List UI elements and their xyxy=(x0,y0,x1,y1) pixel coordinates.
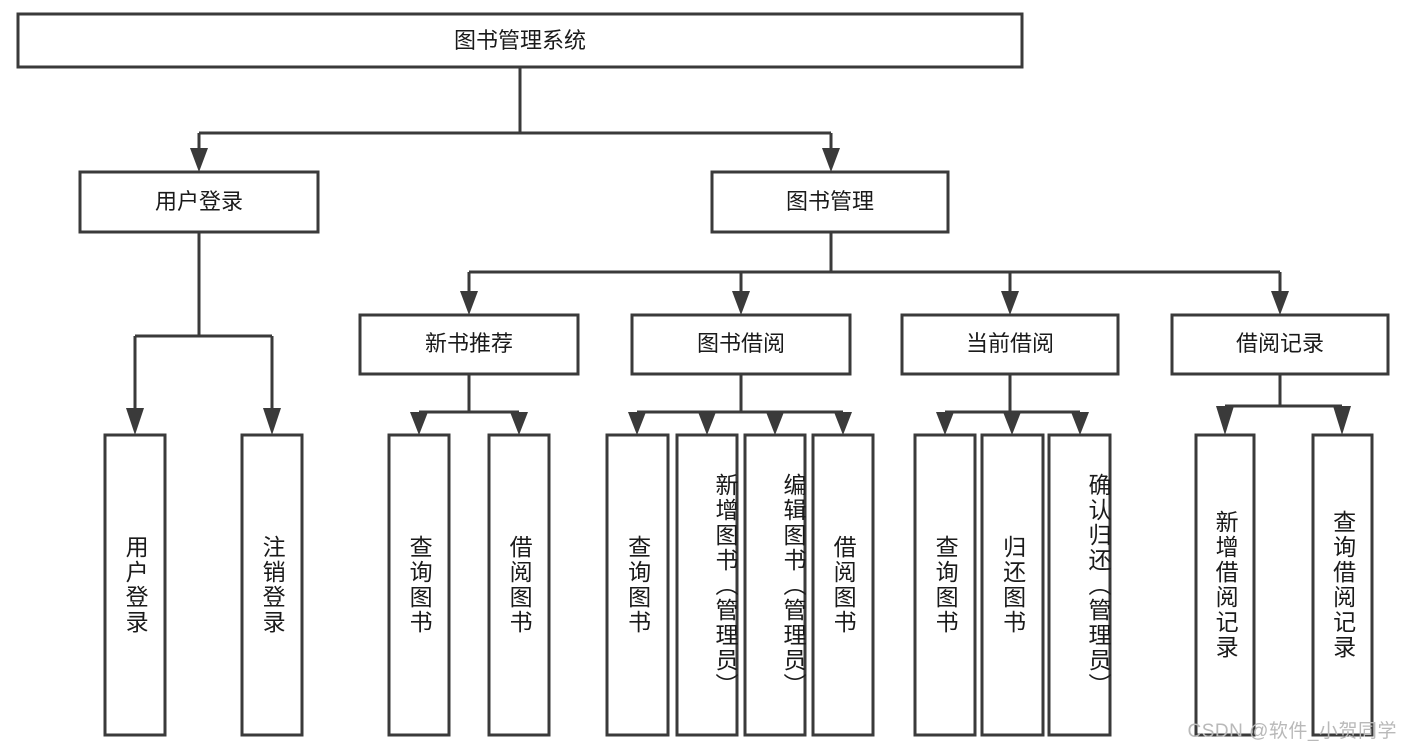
connectors-layer xyxy=(126,67,1351,435)
arrow-head-borrow xyxy=(732,291,750,315)
leaf-box-query-book-2[interactable] xyxy=(605,433,670,737)
node-current-borrow[interactable]: 当前借阅 xyxy=(900,313,1120,376)
watermark-text: CSDN @软件_小贺同学 xyxy=(1187,721,1397,742)
leaf-box-edit-book-admin[interactable] xyxy=(743,433,807,737)
leaf-box-borrow-book-1[interactable] xyxy=(487,433,551,737)
leaf-box-return-book[interactable] xyxy=(980,433,1045,737)
leaf-box-query-book-3[interactable] xyxy=(913,433,977,737)
leaf-box-query-borrow-record[interactable] xyxy=(1311,433,1374,737)
node-new-book-recommend-box[interactable] xyxy=(358,313,580,376)
node-root[interactable]: 图书管理系统 xyxy=(16,12,1024,69)
node-root-label: 图书管理系统 xyxy=(454,28,586,53)
node-book-borrow-box[interactable] xyxy=(630,313,852,376)
node-new-book-recommend-label: 新书推荐 xyxy=(425,331,513,356)
leaf-box-borrow-book-2[interactable] xyxy=(811,433,875,737)
node-book-management-box[interactable] xyxy=(710,170,950,234)
arrow-head-leaf-7 xyxy=(766,412,784,435)
arrow-head-leaf-4 xyxy=(510,412,528,435)
node-book-borrow[interactable]: 图书借阅 xyxy=(630,313,852,376)
node-borrow-record-box[interactable] xyxy=(1170,313,1390,376)
leaf-box-query-book-1[interactable] xyxy=(387,433,451,737)
arrow-head-newbook xyxy=(460,291,478,315)
leaf-box-confirm-return-admin[interactable] xyxy=(1047,433,1112,737)
leaf-boxes-layer xyxy=(103,433,1374,737)
node-book-management[interactable]: 图书管理 xyxy=(710,170,950,234)
arrow-head-current xyxy=(1001,291,1019,315)
node-borrow-record[interactable]: 借阅记录 xyxy=(1170,313,1390,376)
arrow-head-leaf-5 xyxy=(628,412,646,435)
arrow-head-login xyxy=(190,148,208,172)
node-user-login-box[interactable] xyxy=(78,170,320,234)
leaf-box-add-borrow-record[interactable] xyxy=(1194,433,1256,737)
arrow-head-bookmgmt xyxy=(822,148,840,172)
node-book-management-label: 图书管理 xyxy=(786,189,874,214)
node-current-borrow-label: 当前借阅 xyxy=(966,331,1054,356)
leaf-box-add-book-admin[interactable] xyxy=(675,433,739,737)
node-book-borrow-label: 图书借阅 xyxy=(697,331,785,356)
node-current-borrow-box[interactable] xyxy=(900,313,1120,376)
node-user-login-label: 用户登录 xyxy=(155,189,243,214)
arrow-head-leaf-2 xyxy=(263,408,281,435)
node-new-book-recommend[interactable]: 新书推荐 xyxy=(358,313,580,376)
arrow-head-leaf-12 xyxy=(1216,406,1234,435)
leaf-box-logout-login[interactable] xyxy=(240,433,304,737)
arrow-head-leaf-11 xyxy=(1071,412,1089,435)
arrow-head-leaf-3 xyxy=(410,412,428,435)
arrow-head-leaf-9 xyxy=(936,412,954,435)
arrow-head-record xyxy=(1271,291,1289,315)
arrow-head-leaf-1 xyxy=(126,408,144,435)
node-user-login[interactable]: 用户登录 xyxy=(78,170,320,234)
leaf-box-user-login[interactable] xyxy=(103,433,167,737)
node-borrow-record-label: 借阅记录 xyxy=(1236,331,1324,356)
arrow-head-leaf-8 xyxy=(834,412,852,435)
arrow-head-leaf-6 xyxy=(698,412,716,435)
arrow-head-leaf-13 xyxy=(1333,406,1351,435)
arrow-head-leaf-10 xyxy=(1003,412,1021,435)
node-root-box[interactable] xyxy=(16,12,1024,69)
